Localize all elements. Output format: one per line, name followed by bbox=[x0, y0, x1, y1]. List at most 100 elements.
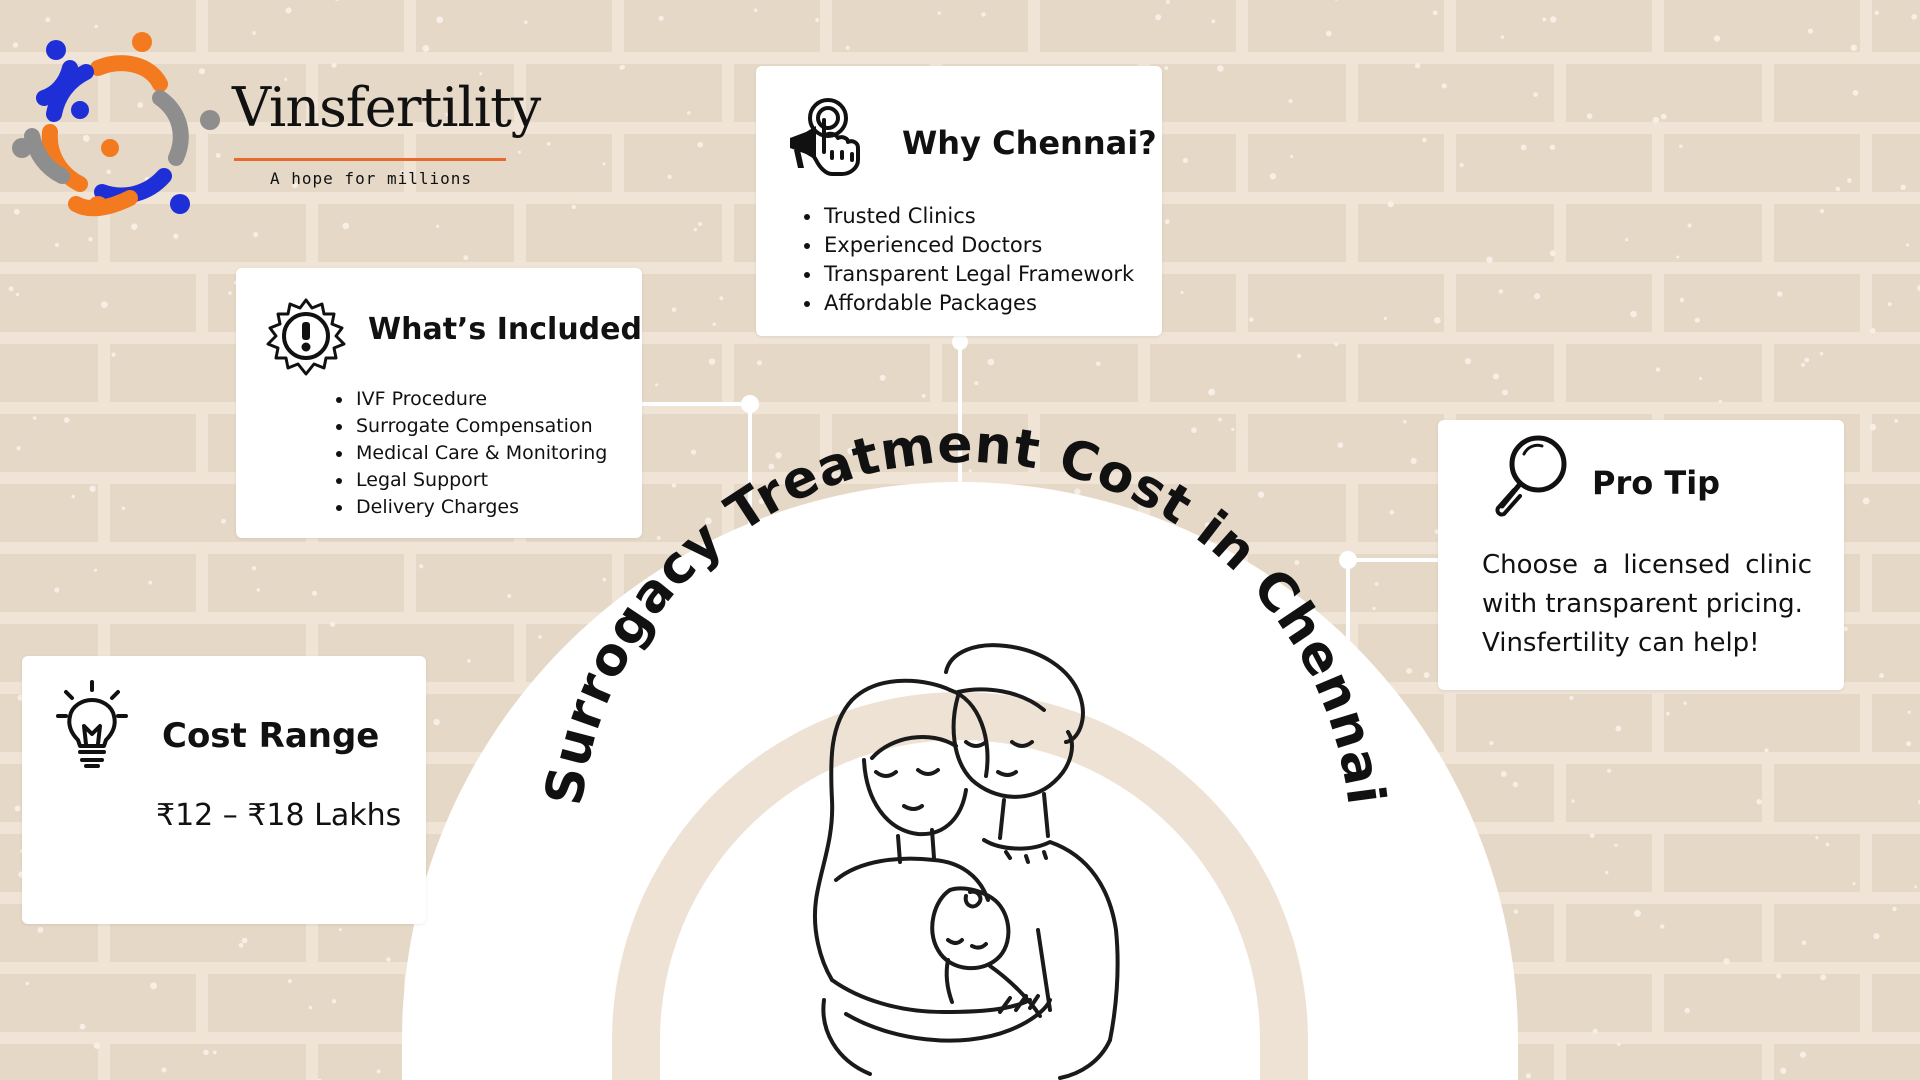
brick-speckle bbox=[1498, 289, 1504, 294]
pro-tip-line: Vinsfertility can help! bbox=[1482, 628, 1760, 658]
pro-tip-card: Pro Tip Choose a licensed clinic with tr… bbox=[1438, 420, 1844, 690]
brick-speckle bbox=[1326, 30, 1332, 37]
why-chennai-list: Trusted Clinics Experienced Doctors Tran… bbox=[802, 202, 1134, 318]
brick-speckle bbox=[1655, 367, 1661, 372]
brick bbox=[1566, 764, 1762, 822]
brick-speckle bbox=[1231, 427, 1235, 431]
brick-speckle bbox=[334, 0, 339, 1]
brick-speckle bbox=[479, 72, 483, 76]
brick-speckle bbox=[1534, 293, 1541, 300]
brick-speckle bbox=[1422, 137, 1427, 143]
brick-speckle bbox=[292, 182, 298, 189]
brick-speckle bbox=[1592, 1028, 1598, 1034]
brand-tagline: A hope for millions bbox=[270, 169, 473, 188]
brick-speckle bbox=[1713, 35, 1721, 42]
list-item: IVF Procedure bbox=[334, 386, 607, 413]
brick-speckle bbox=[1820, 974, 1827, 981]
brick bbox=[416, 0, 612, 52]
why-chennai-title: Why Chennai? bbox=[902, 124, 1157, 162]
brick-speckle bbox=[386, 957, 391, 962]
brick bbox=[0, 274, 196, 332]
cost-range-value: ₹12 – ₹18 Lakhs bbox=[156, 798, 402, 833]
brick bbox=[1872, 0, 1920, 52]
brick bbox=[624, 414, 820, 472]
brick-speckle bbox=[45, 17, 51, 23]
whats-included-title: What’s Included bbox=[368, 312, 642, 347]
brick-speckle bbox=[1269, 173, 1277, 180]
brick-speckle bbox=[287, 979, 292, 984]
brick-speckle bbox=[1182, 157, 1188, 164]
brick-speckle bbox=[1630, 310, 1637, 318]
brick-speckle bbox=[25, 981, 30, 986]
brick bbox=[0, 0, 196, 52]
brick-speckle bbox=[1684, 1007, 1690, 1014]
brand-logo[interactable]: Vinsfertility A hope for millions bbox=[10, 28, 541, 228]
brick-speckle bbox=[342, 222, 350, 230]
brick bbox=[1566, 1044, 1762, 1080]
brick-speckle bbox=[215, 152, 221, 158]
brick-speckle bbox=[1616, 1042, 1621, 1046]
brick-speckle bbox=[1698, 376, 1703, 381]
brick-speckle bbox=[1211, 19, 1216, 24]
brick-speckle bbox=[311, 590, 318, 596]
brick bbox=[1872, 834, 1920, 892]
brick bbox=[110, 204, 306, 262]
brick-speckle bbox=[687, 111, 691, 115]
brick-speckle bbox=[100, 301, 108, 309]
brick-speckle bbox=[697, 141, 704, 148]
brick-speckle bbox=[1191, 427, 1197, 434]
brick-speckle bbox=[1676, 255, 1680, 259]
brick-speckle bbox=[228, 291, 232, 295]
list-item: Surrogate Compensation bbox=[334, 413, 607, 440]
brick-speckle bbox=[1433, 316, 1441, 324]
brick-speckle bbox=[1459, 163, 1464, 168]
brick bbox=[208, 134, 404, 192]
brick bbox=[1872, 694, 1920, 752]
brick-speckle bbox=[1659, 924, 1665, 929]
brick bbox=[1456, 274, 1652, 332]
brick bbox=[208, 0, 404, 52]
brick-speckle bbox=[981, 12, 986, 17]
brick-speckle bbox=[1571, 799, 1575, 803]
brick bbox=[1566, 904, 1762, 962]
brick-speckle bbox=[1869, 328, 1876, 334]
brick-speckle bbox=[1525, 1073, 1531, 1079]
connector-whats-included bbox=[640, 402, 752, 530]
brick bbox=[1664, 134, 1860, 192]
brick-speckle bbox=[1155, 14, 1162, 21]
brick-speckle bbox=[1892, 906, 1897, 912]
brick-speckle bbox=[1441, 83, 1447, 89]
brick bbox=[1774, 64, 1920, 122]
brick-speckle bbox=[37, 927, 44, 933]
brick-speckle bbox=[974, 381, 979, 386]
brick-speckle bbox=[88, 237, 93, 242]
brick-speckle bbox=[775, 452, 782, 459]
brick-speckle bbox=[1180, 290, 1184, 295]
brick bbox=[0, 554, 196, 612]
brick-speckle bbox=[1288, 99, 1293, 104]
brick-speckle bbox=[285, 7, 292, 14]
brick-speckle bbox=[137, 102, 144, 108]
brick-speckle bbox=[1296, 353, 1302, 359]
gear-exclamation-icon bbox=[266, 298, 346, 376]
brick-speckle bbox=[1334, 341, 1339, 347]
brick-speckle bbox=[523, 20, 528, 25]
brick-speckle bbox=[1520, 144, 1527, 151]
brick-speckle bbox=[546, 141, 551, 146]
brick-speckle bbox=[1383, 316, 1388, 321]
pro-tip-title: Pro Tip bbox=[1592, 464, 1721, 502]
brick-speckle bbox=[1500, 35, 1505, 39]
brick-speckle bbox=[54, 587, 60, 593]
brick-speckle bbox=[252, 31, 256, 35]
brick-speckle bbox=[445, 112, 450, 117]
brick-speckle bbox=[212, 1050, 217, 1055]
whats-included-list: IVF Procedure Surrogate Compensation Med… bbox=[334, 386, 607, 521]
brick bbox=[832, 414, 1028, 472]
brick bbox=[1566, 344, 1762, 402]
brick-speckle bbox=[1862, 497, 1870, 505]
brick bbox=[734, 344, 930, 402]
brick-speckle bbox=[1815, 836, 1819, 840]
brick-speckle bbox=[14, 805, 21, 812]
brick bbox=[1872, 274, 1920, 332]
brick bbox=[110, 1044, 306, 1080]
